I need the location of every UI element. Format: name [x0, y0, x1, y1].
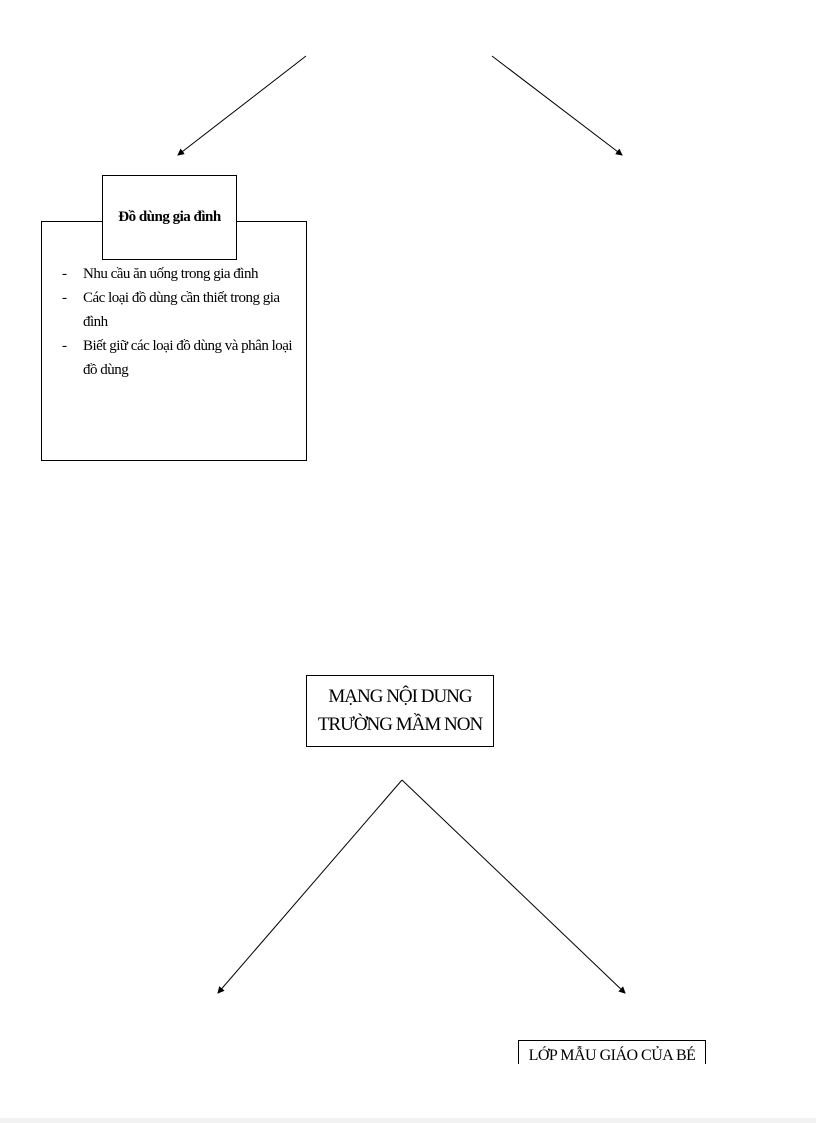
arrow-bottom-left [217, 779, 403, 994]
main-topic-line-1: MẠNG NỘI DUNG [328, 686, 472, 707]
main-topic-box: MẠNG NỘI DUNG TRƯỜNG MẦM NON [306, 675, 494, 747]
household-title: Đồ dùng gia đình [118, 209, 221, 225]
arrow-bottom-right [401, 779, 626, 994]
arrow-top-left [177, 55, 307, 156]
household-item-care-and-sort: Biết giữ các loại đồ dùng và phân loại đ… [60, 334, 300, 382]
household-item-necessary-items: Các loại đồ dùng cần thiết trong gia đìn… [60, 286, 300, 334]
page-bottom-edge [0, 1118, 816, 1123]
class-topic-box: LỚP MẪU GIÁO CỦA BÉ [518, 1040, 706, 1064]
household-title-box: Đồ dùng gia đình [102, 175, 237, 260]
main-topic-line-2: TRƯỜNG MẦM NON [317, 714, 483, 735]
class-topic-label: LỚP MẪU GIÁO CỦA BÉ [528, 1047, 696, 1064]
household-items-list: Nhu cầu ăn uống trong gia đình Các loại … [60, 262, 300, 382]
household-item-food-needs: Nhu cầu ăn uống trong gia đình [60, 262, 300, 286]
arrow-top-right [491, 55, 623, 156]
